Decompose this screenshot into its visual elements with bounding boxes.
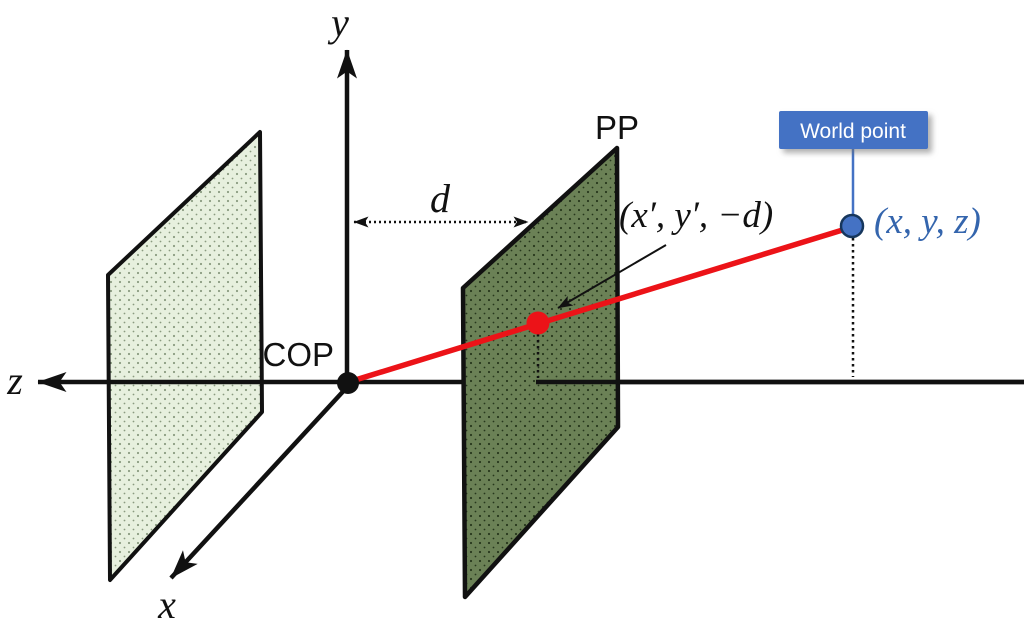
callout-label: World point xyxy=(800,120,906,143)
image-point-label: (x′, y′, −d) xyxy=(619,195,773,236)
projection-plane xyxy=(460,145,621,600)
near-image-plane xyxy=(106,130,264,582)
image-point xyxy=(526,311,550,335)
cop-label: COP xyxy=(262,336,334,373)
z-axis-label: z xyxy=(6,358,23,403)
world-point xyxy=(839,213,865,239)
pp-label: PP xyxy=(595,109,639,146)
x-axis xyxy=(169,383,351,580)
image-point-arrow xyxy=(557,244,667,309)
cop-point xyxy=(337,372,359,394)
focal-distance-label: d xyxy=(430,176,451,221)
y-axis-label: y xyxy=(327,0,349,45)
world-point-label: (x, y, z) xyxy=(874,201,981,242)
projection-ray xyxy=(349,225,852,384)
x-axis-label: x xyxy=(157,582,176,627)
callout-box xyxy=(779,111,928,149)
